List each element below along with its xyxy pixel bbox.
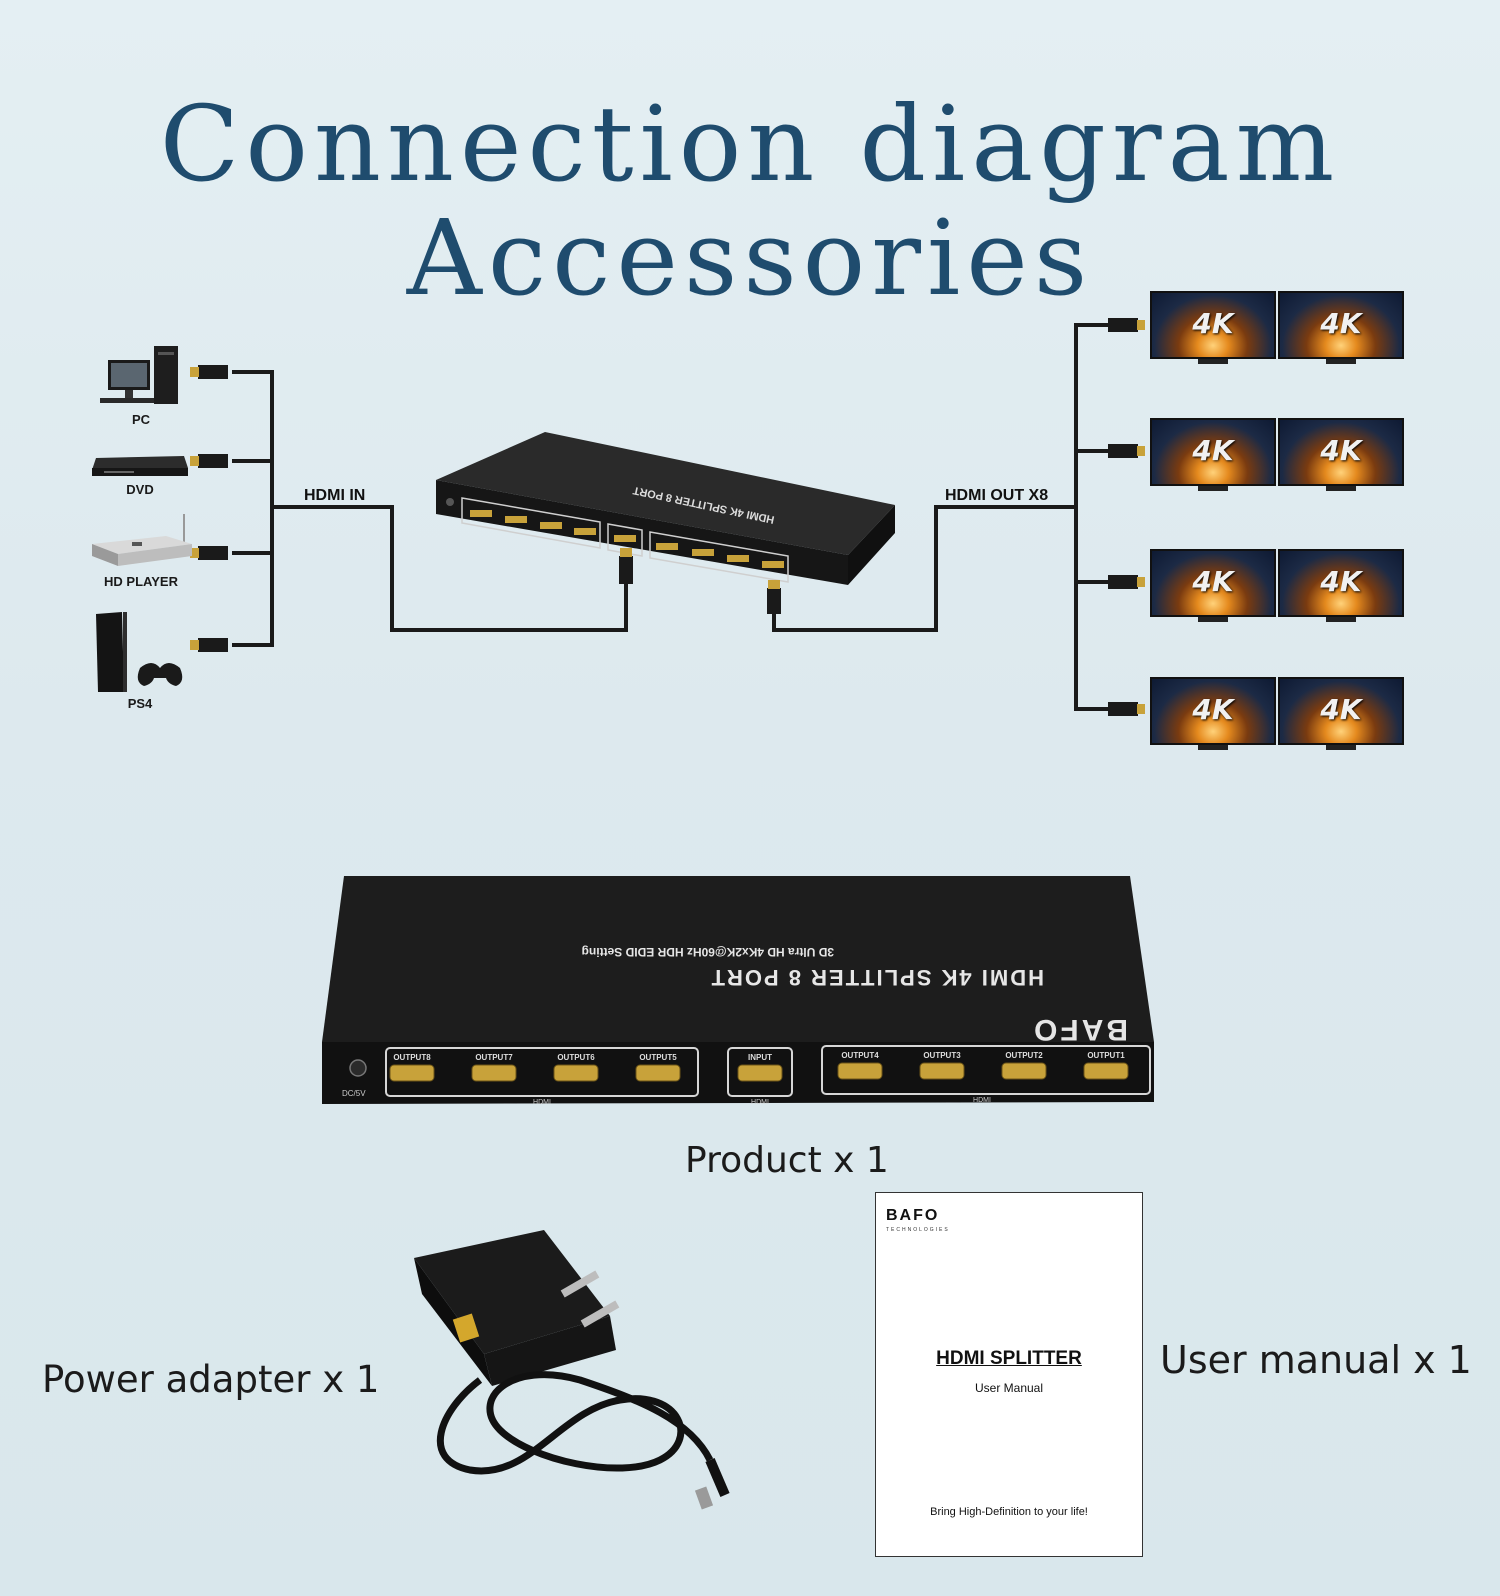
pc-icon [100,346,178,404]
hdmi-plugs-in [190,365,228,652]
tv-4k-text: 4K [1192,693,1234,726]
source-label: HD PLAYER [104,574,178,589]
power-adapter-image [414,1230,730,1510]
svg-text:OUTPUT1: OUTPUT1 [1087,1051,1125,1060]
product-image: BAFO HDMI 4K SPLITTER 8 PORT 3D Ultra HD… [322,876,1154,1106]
ps4-icon [96,612,183,692]
hdmi-in-label: HDMI IN [304,487,366,504]
tv-4k-text: 4K [1320,565,1362,598]
product-brand: BAFO [1031,1013,1128,1046]
hdmi-port: OUTPUT7 [471,1053,517,1082]
manual-subtitle: User Manual [974,1381,1044,1395]
tv-icon: 4K [1278,291,1404,364]
manual-footer: Bring High-Definition to your life! [930,1506,1088,1518]
product-subtitle: 3D Ultra HD 4Kx2K@60Hz HDR EDID Setting [582,945,834,959]
tv-4k-text: 4K [1192,434,1234,467]
hd-player-icon [92,514,192,566]
tv-4k-text: 4K [1192,565,1234,598]
hdmi-port: OUTPUT5 [635,1053,681,1082]
hdmi-port: OUTPUT8 [389,1053,435,1082]
tv-icon: 4K [1150,291,1276,364]
tv-4k-text: 4K [1320,434,1362,467]
manual-label: User manual x 1 [1160,1338,1472,1382]
hdmi-port: OUTPUT4 [837,1051,883,1080]
svg-text:OUTPUT8: OUTPUT8 [393,1053,431,1062]
manual-brand-sub: TECHNOLOGIES [886,1227,950,1233]
port-group-label: HDMI [751,1099,769,1106]
port-frame-input [727,1047,793,1097]
hdmi-port: OUTPUT6 [553,1053,599,1082]
source-ps4: PS4 [92,610,188,711]
hdmi-port: INPUT [737,1053,783,1082]
connection-wires: HDMI 4K SPLITTER 8 PORT [190,318,1145,716]
hdmi-out-label: HDMI OUT X8 [945,487,1049,504]
hdmi-port: OUTPUT3 [919,1051,965,1080]
tv-icon: 4K [1150,677,1276,750]
svg-text:OUTPUT4: OUTPUT4 [841,1051,879,1060]
adapter-label: Power adapter x 1 [42,1358,380,1401]
tv-4k-text: 4K [1320,693,1362,726]
dvd-icon [92,456,188,476]
source-pc: PC [96,344,186,427]
svg-text:OUTPUT3: OUTPUT3 [923,1051,961,1060]
svg-text:OUTPUT6: OUTPUT6 [557,1053,595,1062]
tv-4k-text: 4K [1320,307,1362,340]
tv-icon: 4K [1150,418,1276,491]
port-frame-left [385,1047,699,1097]
manual-brand: BAFO [886,1207,940,1224]
hdmi-plugs-out [1108,318,1145,716]
hdmi-port: OUTPUT1 [1083,1051,1129,1080]
product-name: HDMI 4K SPLITTER 8 PORT [710,965,1044,990]
source-dvd: DVD [90,448,190,498]
svg-text:OUTPUT2: OUTPUT2 [1005,1051,1043,1060]
svg-text:INPUT: INPUT [748,1053,772,1062]
source-label: PC [131,412,151,427]
manual-title: HDMI SPLITTER [936,1348,1082,1369]
port-group-label: HDMI [533,1099,551,1106]
source-label: PS4 [127,696,153,711]
tv-icon: 4K [1278,677,1404,750]
port-frame-right [821,1045,1151,1095]
svg-text:OUTPUT5: OUTPUT5 [639,1053,677,1062]
power-jack-icon [349,1059,367,1077]
tv-4k-text: 4K [1192,307,1234,340]
accessories-title: Accessories [406,197,1094,319]
source-hd-player: HD PLAYER [86,512,196,594]
diagram-title: Connection diagram [159,83,1341,205]
tv-icon: 4K [1278,549,1404,622]
user-manual-image: BAFO TECHNOLOGIES HDMI SPLITTER User Man… [875,1192,1143,1557]
svg-text:OUTPUT7: OUTPUT7 [475,1053,513,1062]
hdmi-port: OUTPUT2 [1001,1051,1047,1080]
splitter-small-icon: HDMI 4K SPLITTER 8 PORT [436,432,895,585]
tv-icon: 4K [1150,549,1276,622]
port-group-label: HDMI [973,1097,991,1104]
source-label: DVD [126,482,154,497]
tv-icon: 4K [1278,418,1404,491]
power-label: DC/5V [342,1089,366,1098]
product-label: Product x 1 [685,1140,889,1181]
